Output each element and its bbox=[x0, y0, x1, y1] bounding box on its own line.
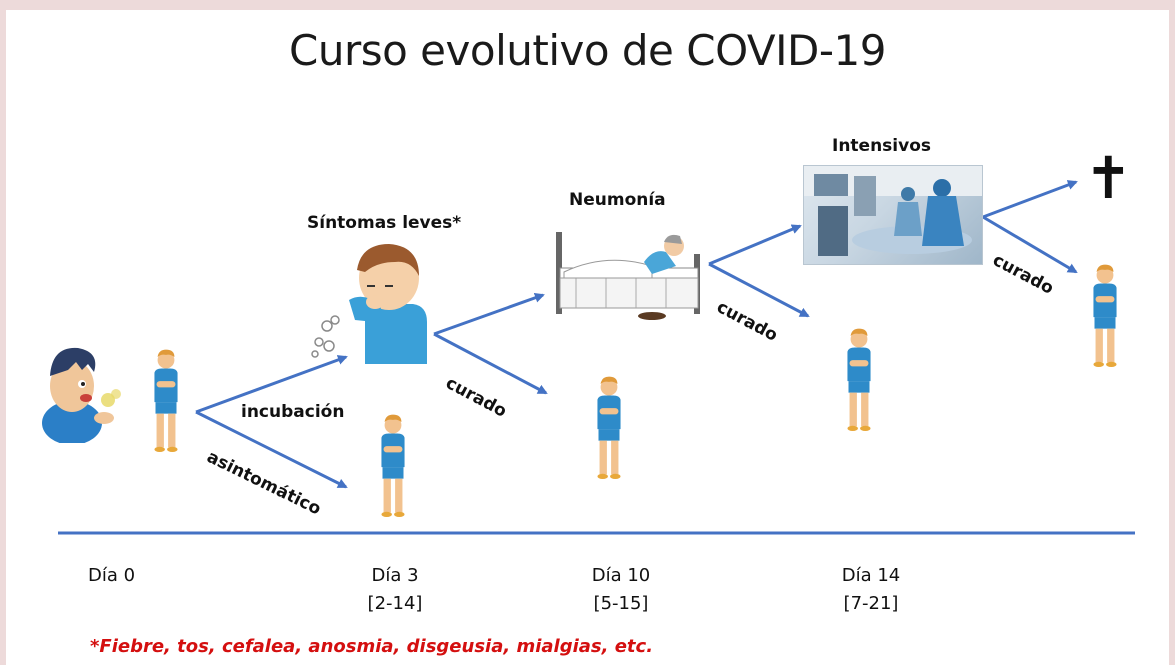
sick-coughing-man-icon bbox=[42, 347, 121, 443]
day-label-3: Día 3 [2-14] bbox=[355, 562, 435, 618]
bedridden-patient-icon bbox=[556, 232, 700, 320]
arrow-to-intensivos bbox=[708, 224, 802, 266]
day-label-10: Día 10 [5-15] bbox=[581, 562, 661, 618]
arrow-incubacion bbox=[195, 355, 348, 414]
day-range: [7-21] bbox=[843, 593, 899, 614]
stage-label-intensivos: Intensivos bbox=[832, 136, 932, 156]
day-label-0: Día 0 bbox=[88, 562, 135, 590]
day-label: Día 14 bbox=[841, 565, 901, 586]
stage-label-sintomas: Síntomas leves* bbox=[307, 213, 462, 233]
day-label: Día 3 bbox=[371, 565, 419, 586]
healthy-person-icon bbox=[597, 376, 621, 479]
slide-background bbox=[6, 10, 1169, 665]
stage-label-neumonia: Neumonía bbox=[569, 190, 666, 210]
branch-label-incubacion: incubación bbox=[241, 402, 345, 422]
arrow-to-death bbox=[982, 180, 1078, 219]
healthy-person-icon bbox=[381, 414, 405, 517]
day-range: [5-15] bbox=[593, 593, 649, 614]
death-cross-icon: ✝ bbox=[1084, 144, 1133, 212]
day-range: [2-14] bbox=[367, 593, 423, 614]
footnote: *Fiebre, tos, cefalea, anosmia, disgeusi… bbox=[90, 636, 654, 657]
page-title: Curso evolutivo de COVID-19 bbox=[289, 26, 886, 75]
arrow-asintomatico bbox=[195, 410, 348, 489]
coughing-person-icon bbox=[311, 244, 427, 364]
healthy-person-icon bbox=[154, 349, 178, 452]
day-label: Día 10 bbox=[591, 565, 651, 586]
arrow-curado-3 bbox=[982, 215, 1078, 274]
arrow-curado-2 bbox=[708, 262, 810, 318]
arrow-to-neumonia bbox=[433, 292, 545, 336]
healthy-person-icon bbox=[1093, 264, 1117, 367]
day-label-14: Día 14 [7-21] bbox=[831, 562, 911, 618]
arrow-curado-1 bbox=[433, 332, 548, 395]
healthy-person-icon bbox=[847, 328, 871, 431]
icu-photo bbox=[803, 165, 983, 265]
day-label: Día 0 bbox=[88, 565, 136, 586]
